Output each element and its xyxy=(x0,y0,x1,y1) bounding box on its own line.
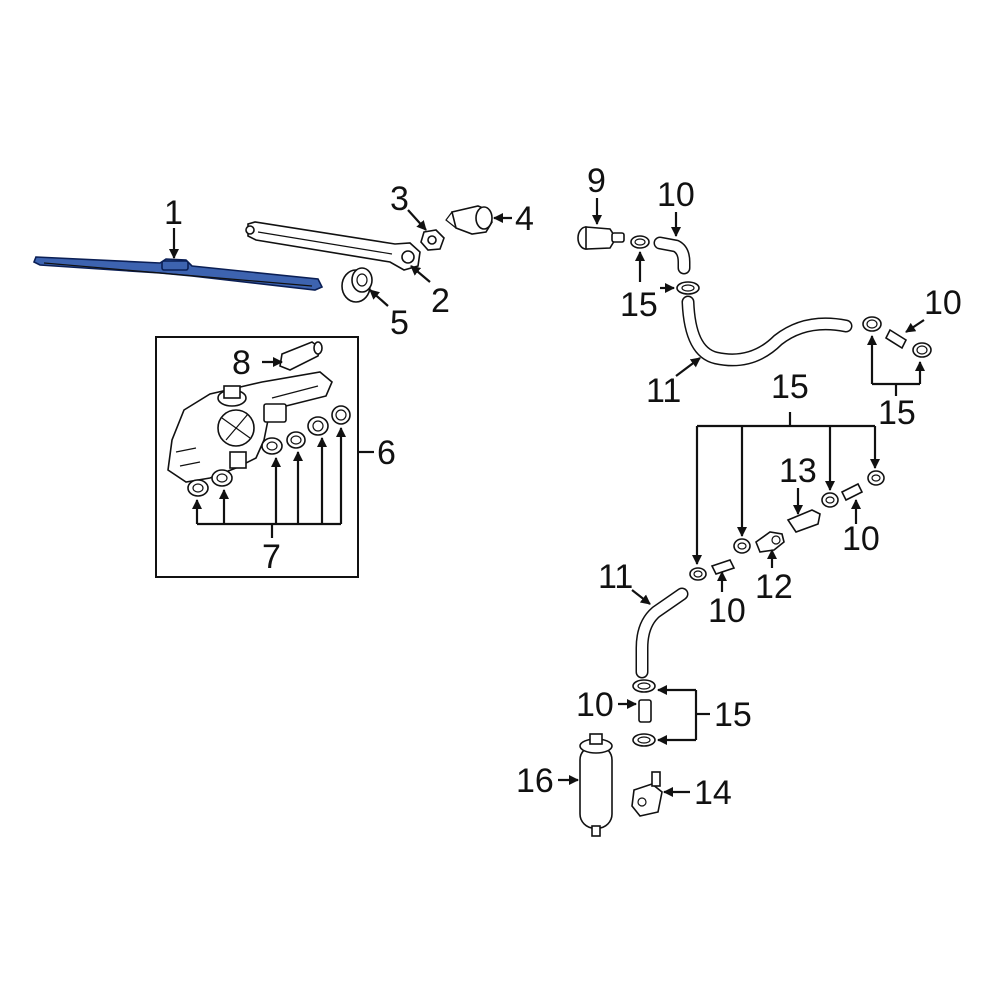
connector-hose-lower[interactable] xyxy=(638,699,652,723)
callout-11-upper: 11 xyxy=(646,372,681,410)
washer-hose-lower[interactable] xyxy=(635,587,689,679)
callout-15-upper-left: 15 xyxy=(620,286,658,324)
callout-5: 5 xyxy=(390,304,409,342)
callout-9: 9 xyxy=(587,162,606,200)
leader-lines xyxy=(169,198,925,797)
washer-nozzle-upper[interactable] xyxy=(577,226,625,250)
clamp-upper-right-b[interactable] xyxy=(912,342,932,358)
connector-hose-middle-left[interactable] xyxy=(710,559,736,575)
clamp-lower-bottom[interactable] xyxy=(632,733,656,747)
callout-15-right: 15 xyxy=(878,394,916,432)
elbow-hose-upper[interactable] xyxy=(653,236,691,275)
washer-hose-upper[interactable] xyxy=(681,295,853,367)
callout-1: 1 xyxy=(164,194,183,232)
callout-3: 3 xyxy=(390,180,409,218)
callout-8: 8 xyxy=(232,344,251,382)
pivot-shaft[interactable] xyxy=(279,341,323,371)
cap[interactable] xyxy=(445,205,493,235)
callout-7: 7 xyxy=(262,538,281,576)
callout-15-lower: 15 xyxy=(714,696,752,734)
callout-16: 16 xyxy=(516,762,554,800)
wiper-arm[interactable] xyxy=(245,221,421,271)
callout-12: 12 xyxy=(755,568,793,606)
bushings[interactable] xyxy=(187,405,351,497)
callout-11-lower: 11 xyxy=(598,558,633,596)
callout-labels: 1 2 3 4 5 6 7 8 9 10 15 11 10 15 15 13 1… xyxy=(164,162,962,812)
wiper-motor[interactable] xyxy=(167,371,333,483)
callout-10-middle-right: 10 xyxy=(842,520,880,558)
callout-10-upper: 10 xyxy=(657,176,695,214)
callout-10-upper-right: 10 xyxy=(924,284,962,322)
check-valve[interactable] xyxy=(755,531,785,553)
callout-4: 4 xyxy=(515,200,534,238)
wiper-motor-assembly-frame xyxy=(155,336,359,578)
connector-hose-middle-right[interactable] xyxy=(840,482,864,502)
nut[interactable] xyxy=(420,229,445,251)
callout-10-lower: 10 xyxy=(576,686,614,724)
washer-nozzle-lower[interactable] xyxy=(631,771,663,817)
grommet[interactable] xyxy=(341,267,373,303)
callout-2: 2 xyxy=(431,282,450,320)
clamp-lower-top[interactable] xyxy=(632,679,656,693)
wiper-blade[interactable] xyxy=(32,256,324,291)
callout-6: 6 xyxy=(377,434,396,472)
inline-filter[interactable] xyxy=(786,509,821,533)
callout-10-middle: 10 xyxy=(708,592,746,630)
clamp-middle-1[interactable] xyxy=(689,567,707,581)
callout-15-middle: 15 xyxy=(771,368,809,406)
washer-pump[interactable] xyxy=(579,733,613,837)
clamp-middle-2[interactable] xyxy=(733,538,751,554)
clamp-middle-4[interactable] xyxy=(867,470,885,486)
clamp-middle-3[interactable] xyxy=(821,492,839,508)
connector-hose-upper-right[interactable] xyxy=(884,328,908,350)
clamp-upper-right-a[interactable] xyxy=(862,316,882,332)
clamp-upper-left[interactable] xyxy=(630,235,650,249)
clamp-upper-center[interactable] xyxy=(676,281,700,295)
callout-13: 13 xyxy=(779,452,817,490)
callout-14: 14 xyxy=(694,774,732,812)
